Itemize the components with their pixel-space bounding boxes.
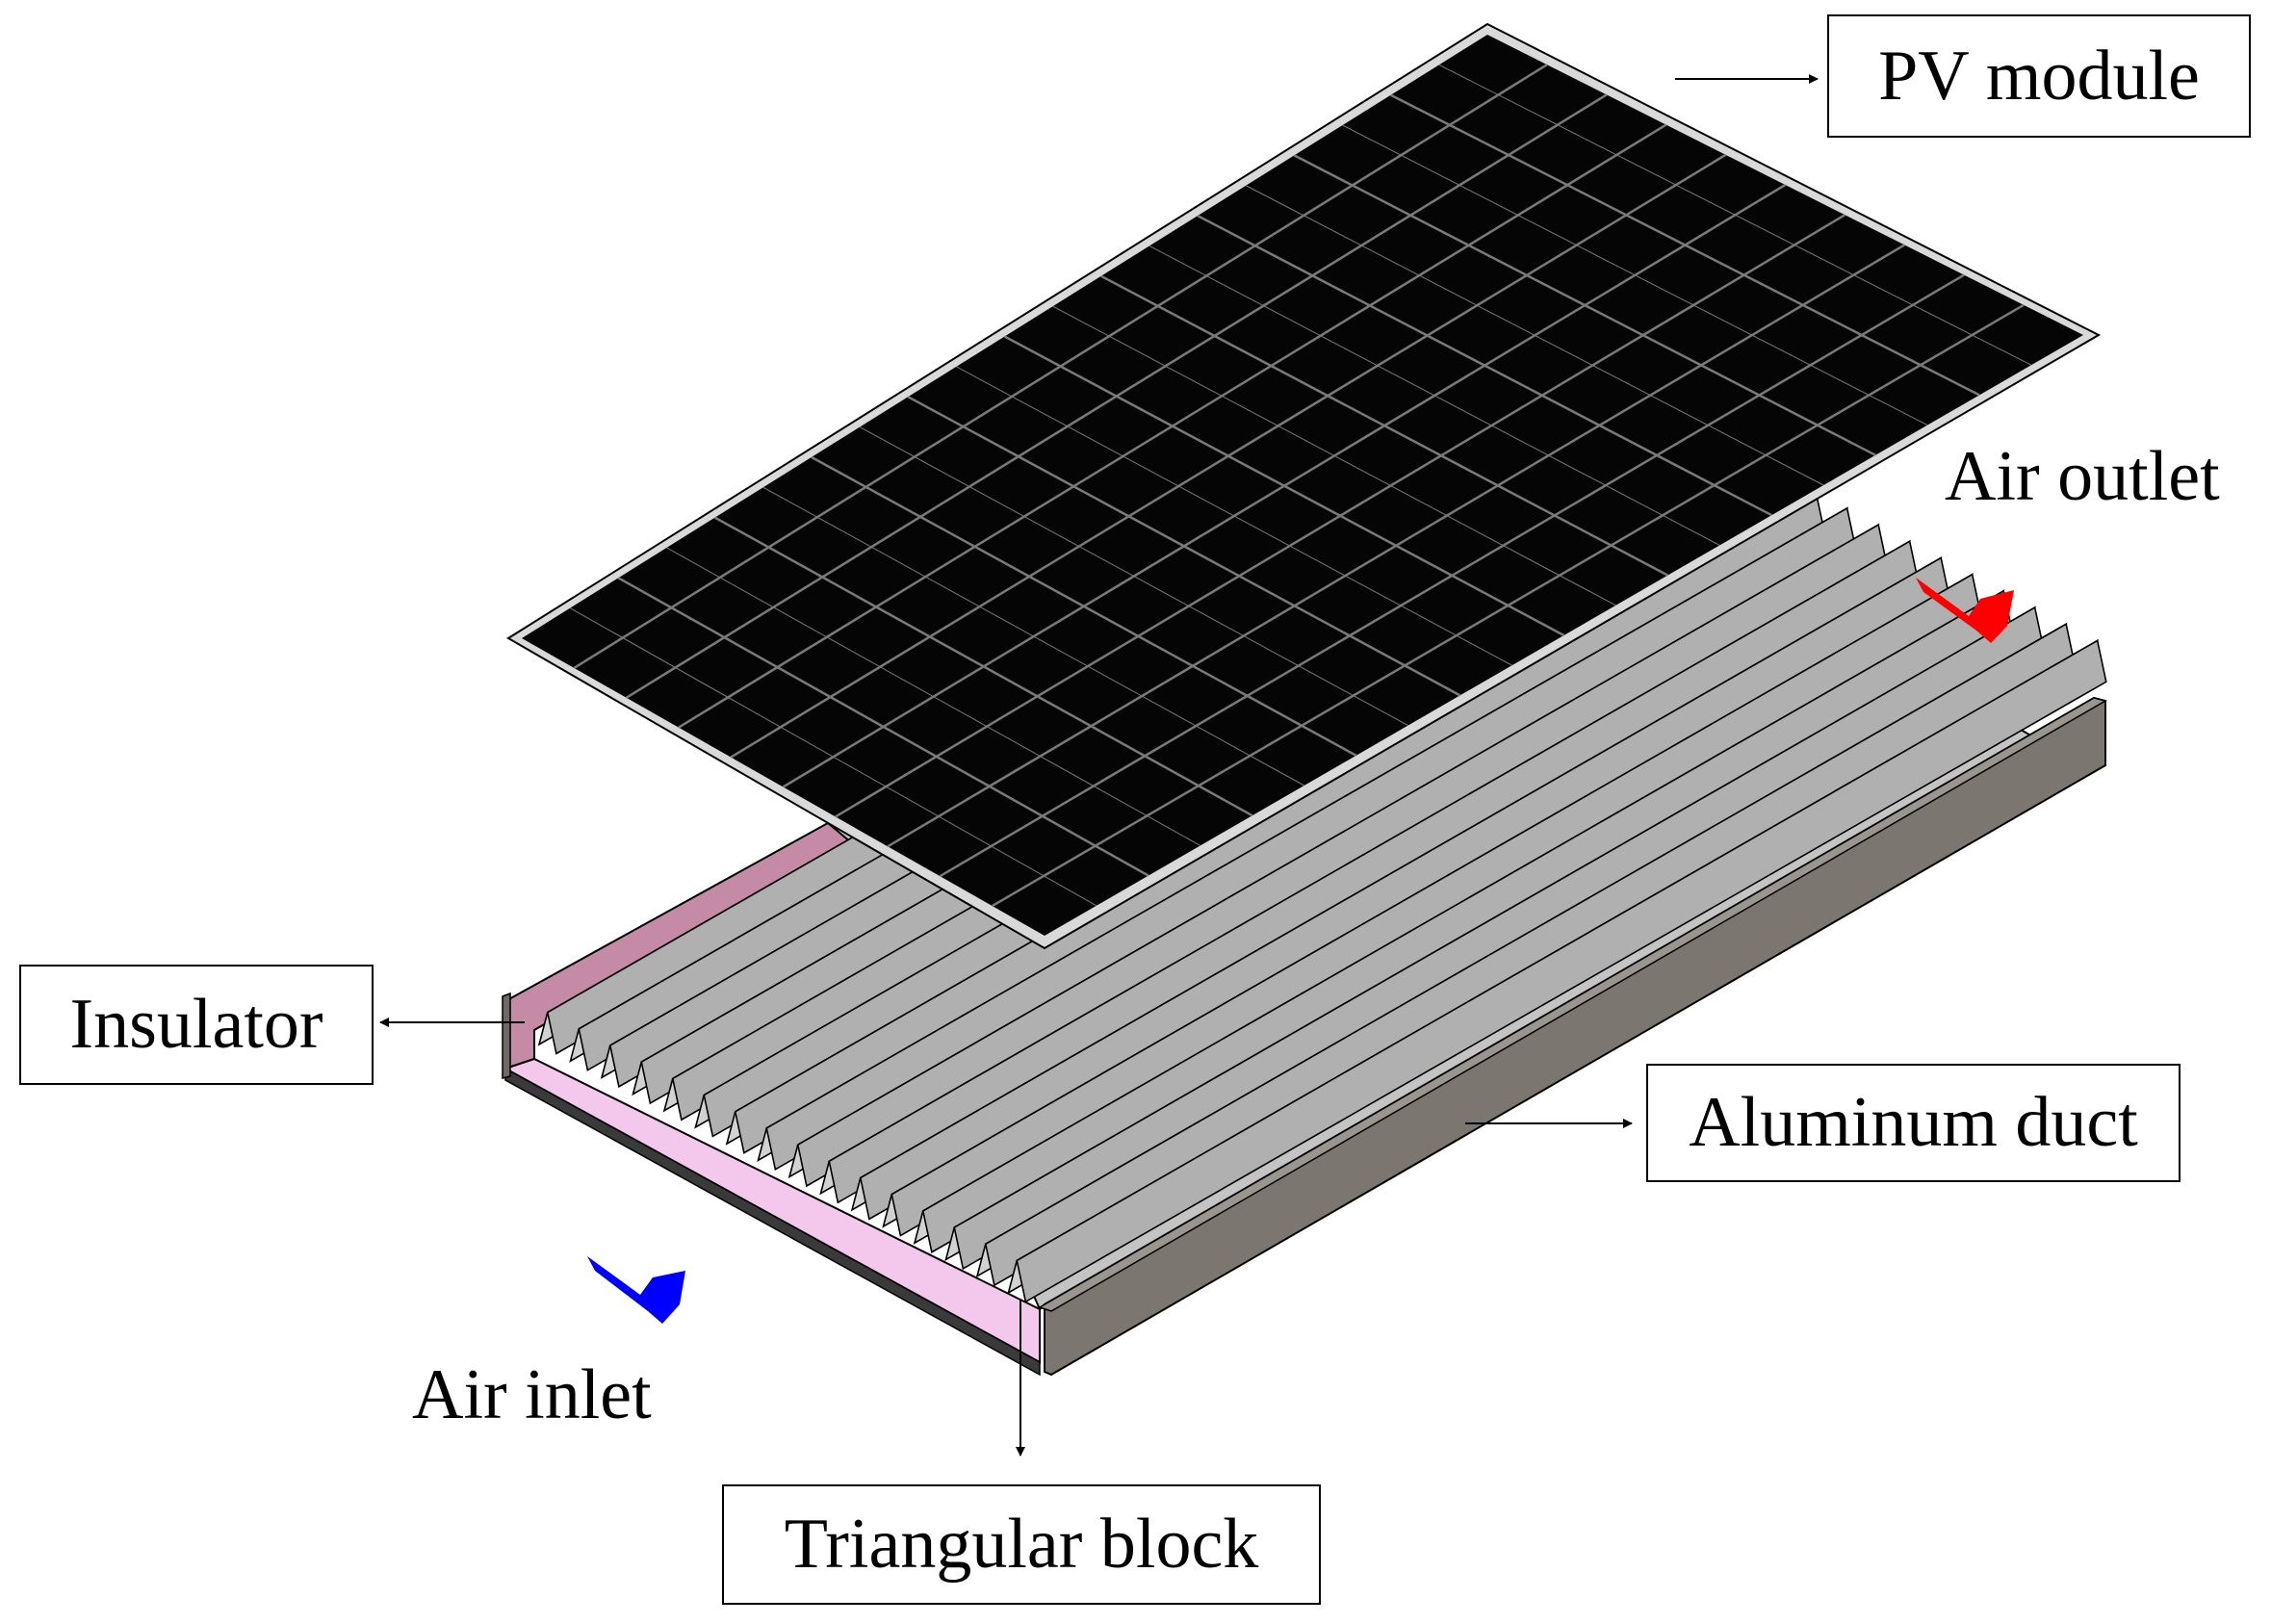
pv-cell-gridline bbox=[730, 153, 1727, 759]
pv-cell-gridline bbox=[887, 244, 1905, 848]
triangular-block bbox=[1016, 639, 2107, 1303]
pv-cell-gridline bbox=[678, 123, 1667, 729]
pv-module bbox=[506, 22, 2102, 950]
air-inlet-arrow bbox=[587, 1256, 685, 1324]
pv-cell-gridline bbox=[939, 273, 1965, 878]
air-inlet-label: Air inlet bbox=[412, 1355, 652, 1434]
pv-cell-gridline bbox=[782, 183, 1787, 788]
pv-cell-gridline bbox=[573, 64, 1548, 669]
air-outlet-arrow bbox=[1916, 578, 2014, 643]
duct-left-wall bbox=[502, 992, 511, 1079]
air-outlet-label: Air outlet bbox=[1945, 437, 2220, 516]
pv-cell-gridline bbox=[992, 303, 2025, 908]
insulator-label: Insulator bbox=[19, 965, 374, 1085]
pv-cell-gridline bbox=[835, 214, 1846, 818]
triangular-block-label: Triangular block bbox=[722, 1484, 1321, 1605]
pv-cell-gridline bbox=[625, 93, 1608, 699]
pv-module-label: PV module bbox=[1827, 14, 2251, 138]
aluminum-duct-label: Aluminum duct bbox=[1646, 1064, 2181, 1182]
pv-cell-grid bbox=[569, 64, 2032, 908]
duct-front-wall-top bbox=[1038, 697, 2107, 1312]
